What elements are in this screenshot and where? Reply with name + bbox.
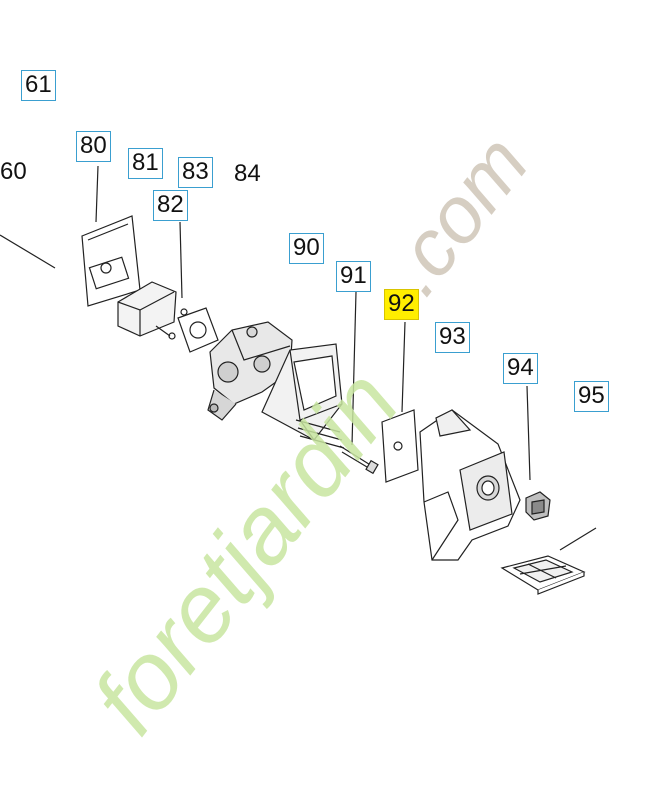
callout-93: 93 [435, 322, 470, 353]
callout-91: 91 [336, 261, 371, 292]
carburetor-assembly [207, 321, 293, 421]
callout-81: 81 [128, 148, 163, 179]
part-93-cover [419, 409, 521, 561]
leader-line-92 [401, 321, 406, 413]
leader-line-80 [95, 165, 99, 223]
part-82-gasket [177, 307, 219, 353]
part-91-bolt [339, 445, 379, 475]
watermark-domain: .com [368, 119, 545, 310]
part-95-filter [500, 555, 586, 595]
part-90-frame [261, 343, 345, 449]
callout-95: 95 [574, 381, 609, 412]
callout-92-highlighted: 92 [384, 289, 419, 320]
leader-line-82 [179, 221, 183, 299]
callout-61: 61 [21, 70, 56, 101]
part-92-gasket [381, 409, 419, 483]
callout-82: 82 [153, 190, 188, 221]
callout-94: 94 [503, 353, 538, 384]
leader-line-95 [559, 527, 597, 551]
leader-line-94 [526, 385, 531, 481]
leader-line-60 [0, 234, 56, 269]
watermark-text: foretjardin [72, 351, 419, 753]
callout-60: 60 [0, 158, 27, 185]
callout-83: 83 [178, 157, 213, 188]
callout-84: 84 [234, 160, 261, 187]
part-94-knob [525, 491, 551, 521]
part-80-plate [81, 215, 141, 307]
callout-80: 80 [76, 131, 111, 162]
part-81-block [117, 281, 177, 340]
leader-line-91 [351, 291, 357, 446]
callout-90: 90 [289, 233, 324, 264]
